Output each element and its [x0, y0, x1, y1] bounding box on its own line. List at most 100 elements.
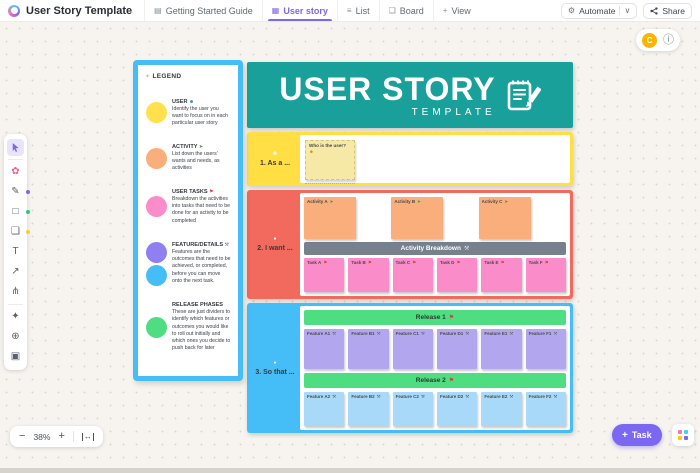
- bulb-icon: ✦: [145, 74, 151, 80]
- selection-dots: [305, 183, 355, 184]
- feature-note[interactable]: Feature A1⚒: [304, 329, 345, 369]
- feature-note[interactable]: Feature A2⚒: [304, 392, 345, 426]
- chevron-down-icon[interactable]: ∨: [624, 6, 631, 15]
- info-icon[interactable]: ⓘ: [663, 33, 674, 46]
- web-tool[interactable]: ⊕: [7, 329, 24, 346]
- select-tool[interactable]: [7, 138, 24, 156]
- legend-item-text: FEATURE/DETAILS ⚒Features are the outcom…: [172, 242, 231, 285]
- feature-note[interactable]: Feature F2⚒: [525, 392, 566, 426]
- apps-button[interactable]: [672, 424, 694, 446]
- person-icon: ☻: [309, 149, 314, 154]
- legend-circle[interactable]: [145, 316, 167, 338]
- shape-tool[interactable]: □: [7, 204, 30, 221]
- feature-note[interactable]: Feature C1⚒: [392, 329, 433, 369]
- tab-icon: ❏: [388, 6, 396, 15]
- feature-note[interactable]: Feature B2⚒: [348, 392, 389, 426]
- task-note[interactable]: Task D⚑: [436, 258, 478, 292]
- fit-to-screen-icon[interactable]: ↔: [81, 431, 94, 441]
- task-note[interactable]: Task E⚑: [481, 258, 522, 292]
- zoom-in-button[interactable]: +: [58, 430, 65, 442]
- tool-panel-items: ✿ ✎ □ ❏ T ↗ ⋔ ✦ ⊕ ▣: [4, 134, 30, 370]
- features1-row: Feature A1⚒Feature B1⚒Feature C1⚒Feature…: [304, 329, 566, 369]
- feature-note[interactable]: Feature D1⚒: [436, 329, 478, 369]
- zoom-level[interactable]: 38%: [33, 431, 51, 442]
- task-note[interactable]: Task F⚑: [525, 258, 566, 292]
- view-tabs: ▤Getting Started Guide▦User story≡List❏B…: [144, 0, 480, 21]
- note-label: Feature B1: [351, 331, 375, 336]
- feature-note[interactable]: Feature E1⚒: [481, 329, 522, 369]
- share-button[interactable]: Share: [643, 2, 692, 19]
- task-note[interactable]: Task B⚑: [348, 258, 389, 292]
- release2-bar[interactable]: Release 2 ⚑: [304, 373, 566, 388]
- tab-view[interactable]: +View: [432, 0, 480, 21]
- text-tool[interactable]: T: [7, 244, 24, 261]
- tab-board[interactable]: ❏Board: [378, 0, 433, 21]
- note-label: Activity C: [481, 199, 503, 204]
- note-label: Feature E2: [484, 394, 508, 399]
- row-i-want[interactable]: ● 2. I want ... Activity A➤ Activity B➤ Ac…: [247, 190, 573, 299]
- legend-title: ✦ LEGEND: [145, 73, 182, 80]
- activity-note[interactable]: Activity A➤: [304, 197, 356, 239]
- add-task-button[interactable]: + Task: [612, 424, 662, 446]
- legend-item: FEATURE/DETAILS ⚒Features are the outcom…: [145, 241, 231, 286]
- stickers-tool[interactable]: ✿: [7, 164, 24, 181]
- image-tool[interactable]: ▣: [7, 349, 24, 366]
- pen-tool[interactable]: ✎: [7, 184, 30, 201]
- legend-item-desc: Identify the user you want to focus on i…: [172, 105, 228, 127]
- feature-note[interactable]: Feature C2⚒: [392, 392, 433, 426]
- note-label: Feature D1: [439, 331, 464, 336]
- avatar[interactable]: C: [642, 32, 657, 48]
- tab-user-story[interactable]: ▦User story: [261, 0, 337, 21]
- connector-icon: ↗: [11, 266, 20, 277]
- legend-circle[interactable]: [145, 196, 167, 218]
- horizontal-scrollbar[interactable]: [0, 468, 700, 473]
- automate-button[interactable]: ⚙ Automate ∨: [560, 2, 638, 19]
- legend-panel[interactable]: ✦ LEGEND USER ☻Identify the user you wan…: [133, 60, 243, 381]
- legend-circle[interactable]: [145, 264, 167, 286]
- ai-tool[interactable]: ✦: [7, 309, 24, 326]
- tab-list[interactable]: ≡List: [336, 0, 379, 21]
- note-icon: ⚑: [500, 260, 505, 265]
- note-icon: ➤: [417, 199, 421, 204]
- zoom-out-button[interactable]: −: [19, 430, 26, 442]
- row2-label: ● 2. I want ...: [257, 236, 293, 253]
- row1-body[interactable]: Who is the user? ☻: [300, 135, 570, 184]
- activity-note[interactable]: Activity B➤: [391, 197, 444, 239]
- legend-circle[interactable]: [145, 147, 167, 169]
- toolbar-divider: [8, 159, 23, 160]
- row3-body[interactable]: Release 1 ⚑ Feature A1⚒Feature B1⚒Featur…: [300, 306, 570, 430]
- note-label: Feature D2: [439, 394, 464, 399]
- legend-item-title: USER TASKS ⚑: [172, 189, 214, 196]
- sticky-note-tool[interactable]: ❏: [7, 224, 30, 241]
- gear-icon: ⚙: [567, 6, 576, 15]
- row-as-a[interactable]: ☻ 1. As a ... Who is the user? ☻: [247, 132, 573, 186]
- row-so-that[interactable]: ● 3. So that ... Release 1 ⚑ Feature A1⚒…: [247, 303, 573, 433]
- topbar: User Story Template ▤Getting Started Gui…: [0, 0, 700, 22]
- share-label: Share: [662, 5, 685, 16]
- feature-note[interactable]: Feature E2⚒: [481, 392, 522, 426]
- legend-circle[interactable]: [145, 102, 167, 124]
- mindmap-tool[interactable]: ⋔: [7, 284, 24, 301]
- legend-circle[interactable]: [145, 241, 167, 263]
- feature-note[interactable]: Feature D2⚒: [436, 392, 478, 426]
- mindmap-icon: ⋔: [11, 286, 20, 297]
- clickup-logo-icon[interactable]: [8, 4, 20, 17]
- note-icon: ⚒: [420, 394, 425, 399]
- whiteboard-canvas[interactable]: C ⓘ ✿ ✎ □ ❏ T ↗ ⋔ ✦ ⊕ ▣ ✦ LEGEND USER ☻Identify t…: [0, 22, 700, 473]
- board-header[interactable]: USER STORY TEMPLATE: [247, 62, 573, 128]
- activity-note[interactable]: Activity C➤: [478, 197, 531, 239]
- row2-body[interactable]: Activity A➤Activity B➤Activity C➤ Activi…: [300, 193, 570, 296]
- note-icon: ⚒: [553, 331, 558, 336]
- task-note[interactable]: Task A⚑: [304, 258, 345, 292]
- connector-tool[interactable]: ↗: [7, 264, 24, 281]
- activity-breakdown-bar[interactable]: Activity Breakdown ⚒: [304, 242, 566, 255]
- release1-bar[interactable]: Release 1 ⚑: [304, 310, 566, 325]
- tab-label: Board: [399, 5, 424, 16]
- user-sticky-note[interactable]: Who is the user? ☻: [305, 140, 355, 180]
- task-note[interactable]: Task C⚑: [392, 258, 433, 292]
- features2-row: Feature A2⚒Feature B2⚒Feature C2⚒Feature…: [304, 392, 566, 426]
- feature-note[interactable]: Feature F1⚒: [525, 329, 566, 369]
- dot-icon: ●: [273, 359, 277, 366]
- feature-note[interactable]: Feature B1⚒: [348, 329, 389, 369]
- tab-getting-started-guide[interactable]: ▤Getting Started Guide: [144, 0, 262, 21]
